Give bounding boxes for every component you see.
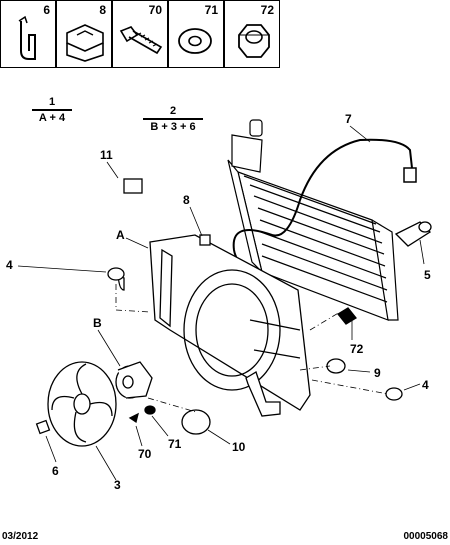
legend-ref: 71 (204, 3, 218, 17)
grommet-4b (385, 387, 403, 401)
legend-ref: 6 (43, 3, 50, 17)
legend-cell-72: 72 (224, 0, 280, 68)
fan-blade (47, 361, 117, 447)
callout-9: 9 (374, 366, 381, 380)
legend-ref: 70 (148, 3, 162, 17)
legend-cell-70: 70 (112, 0, 168, 68)
clip-6 (35, 419, 51, 435)
footer-code: 00005068 (403, 531, 449, 542)
group-2-ref: 2 (169, 105, 177, 117)
washer-icon (178, 28, 212, 54)
relay-11 (123, 178, 143, 194)
fan-motor (115, 361, 153, 399)
group-2-formula: 2 B + 3 + 6 (143, 105, 203, 133)
legend-ref: 72 (260, 3, 274, 17)
coolant-hose (245, 371, 281, 417)
footer-date: 03/2012 (2, 531, 39, 542)
bracket-clip-icon (66, 24, 104, 62)
callout-A: A (116, 228, 125, 242)
group-2-parts: B + 3 + 6 (150, 120, 196, 133)
fraction-bar (143, 118, 203, 120)
callout-7: 7 (345, 112, 352, 126)
cap-10 (181, 409, 211, 435)
fraction-bar (32, 109, 72, 111)
nut-icon (238, 24, 270, 58)
small-parts (35, 178, 403, 435)
parts-legend-table: 6 8 70 71 72 (0, 0, 280, 70)
callout-72: 72 (350, 342, 364, 356)
clip-icon (18, 15, 36, 60)
callout-10: 10 (232, 440, 246, 454)
fan-shroud (149, 234, 311, 411)
legend-ref: 8 (99, 3, 106, 17)
clip-8 (199, 234, 211, 246)
grommet-4a (107, 267, 125, 281)
callout-4-right: 4 (422, 378, 429, 392)
nut-72 (337, 307, 357, 325)
group-1-ref: 1 (48, 96, 56, 108)
legend-cell-71: 71 (168, 0, 224, 68)
temperature-switch (394, 221, 432, 247)
bolt-icon (119, 26, 163, 55)
callout-B: B (93, 316, 102, 330)
legend-cell-6: 6 (0, 0, 56, 68)
leader-lines (17, 125, 425, 481)
callout-6: 6 (52, 464, 59, 478)
washer-71 (144, 405, 156, 415)
radiator (227, 119, 399, 321)
callout-70: 70 (138, 447, 152, 461)
bolt-70 (128, 412, 139, 424)
callout-4-left: 4 (6, 258, 13, 272)
alignment-lines (115, 284, 389, 413)
group-1-parts: A + 4 (38, 111, 66, 124)
group-1-formula: 1 A + 4 (32, 96, 72, 124)
legend-cell-8: 8 (56, 0, 112, 68)
callout-71: 71 (168, 437, 182, 451)
callout-11: 11 (100, 148, 113, 162)
callout-3: 3 (114, 478, 121, 492)
callout-8: 8 (183, 193, 190, 207)
callout-5: 5 (424, 268, 431, 282)
